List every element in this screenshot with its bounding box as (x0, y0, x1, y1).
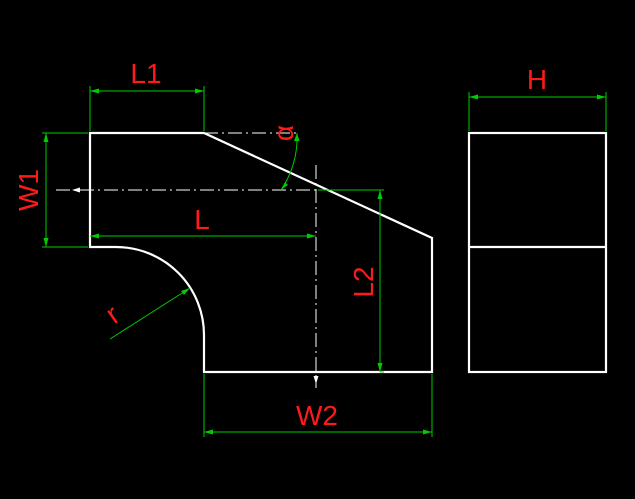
l1-arrow-right (195, 88, 204, 94)
part-outline (88, 131, 434, 374)
l2-label: L2 (348, 266, 379, 297)
center-markers (72, 187, 319, 384)
w1-arrow-bottom (43, 238, 49, 247)
w2-arrow-right (423, 429, 432, 435)
alpha-arrow-top (294, 133, 300, 141)
w1-arrow-top (43, 133, 49, 142)
center-lines (56, 132, 330, 388)
arrowheads (43, 88, 606, 435)
l1-arrow-left (90, 88, 99, 94)
h-arrow-right (597, 94, 606, 100)
l-arrow-left (90, 233, 99, 239)
centerline-arrow-icon (72, 187, 80, 193)
l2-arrow-top (377, 190, 383, 199)
l2-arrow-bottom (377, 363, 383, 372)
r-label: r (100, 299, 125, 330)
labels: L1 H W1 L α L2 r W2 (13, 58, 547, 431)
w1-label: W1 (13, 169, 44, 211)
side-view-rect (467, 131, 608, 374)
r-leader-line (109, 287, 191, 340)
alpha-arrow-bottom (281, 182, 288, 190)
side-view-outline (467, 131, 608, 374)
r-arrow (181, 288, 190, 295)
dimension-lines (42, 86, 607, 437)
l1-label: L1 (130, 58, 161, 89)
h-arrow-left (469, 94, 478, 100)
h-label: H (527, 64, 547, 95)
l-label: L (194, 204, 210, 235)
bottom-center-arrow-icon (313, 376, 319, 384)
alpha-label: α (268, 125, 299, 141)
w2-label: W2 (296, 400, 338, 431)
l-arrow-right (307, 233, 316, 239)
w2-arrow-left (204, 429, 213, 435)
front-view-outline (88, 131, 434, 374)
